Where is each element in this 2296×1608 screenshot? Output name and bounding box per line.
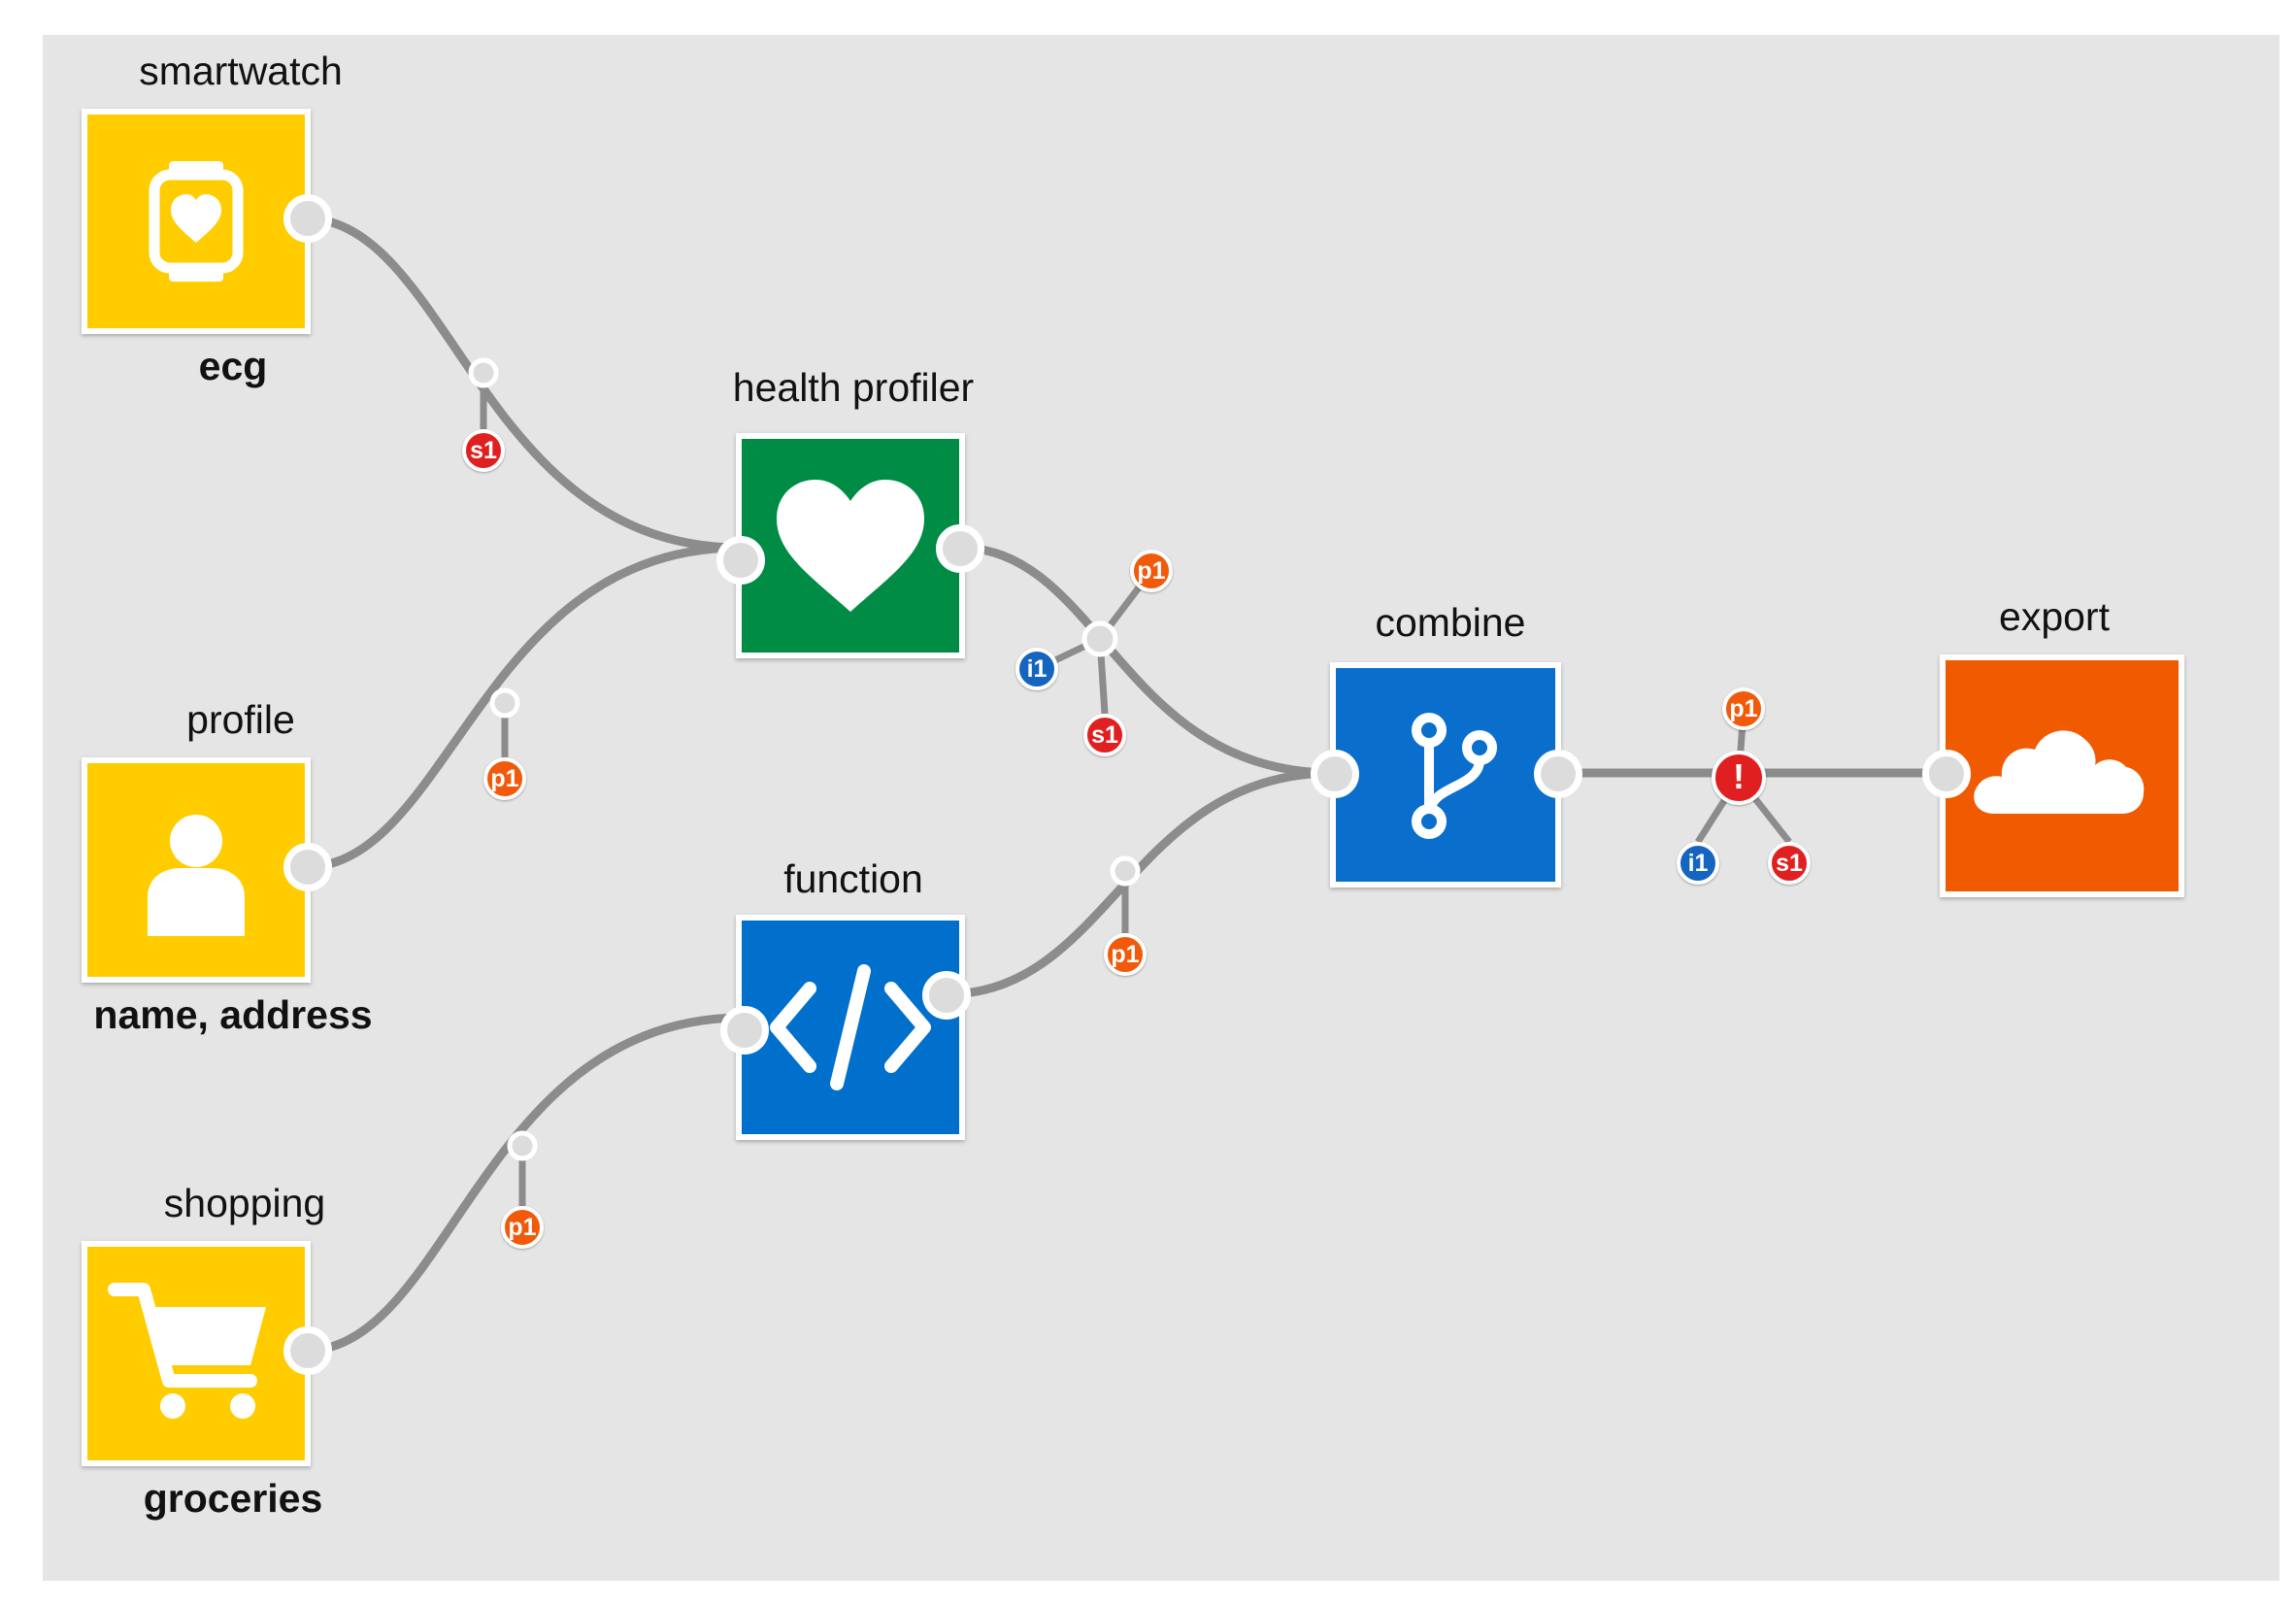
- badge-p1[interactable]: p1: [1722, 687, 1765, 730]
- alert-icon[interactable]: !: [1712, 751, 1766, 805]
- user-icon: [148, 815, 245, 936]
- node-box[interactable]: [82, 109, 311, 334]
- output-port[interactable]: [283, 843, 332, 891]
- output-port[interactable]: [1534, 750, 1582, 798]
- node-subtitle: groceries: [143, 1476, 323, 1521]
- output-port[interactable]: [283, 1326, 332, 1375]
- heart-icon: [777, 480, 924, 612]
- smartwatch-heart-icon: [149, 161, 244, 282]
- link-profile-health[interactable]: [304, 543, 741, 872]
- input-port[interactable]: [1922, 750, 1971, 798]
- node-title: combine: [1375, 600, 1526, 645]
- node-box[interactable]: [736, 915, 965, 1140]
- node-box[interactable]: [1940, 654, 2184, 897]
- output-port[interactable]: [936, 524, 984, 573]
- node-subtitle: ecg: [198, 344, 268, 388]
- code-icon: [770, 964, 931, 1090]
- badge-i1[interactable]: i1: [1677, 842, 1719, 885]
- diagram-canvas: smartwatch ecg profile name, address sho…: [43, 35, 2279, 1581]
- badge-p1[interactable]: p1: [501, 1206, 544, 1249]
- shopping-cart-icon: [108, 1283, 266, 1419]
- link-shopping-function[interactable]: [304, 1013, 745, 1356]
- badge-p1[interactable]: p1: [1104, 933, 1147, 976]
- badge-s1[interactable]: s1: [1083, 714, 1126, 756]
- node-box[interactable]: [82, 757, 311, 983]
- node-box[interactable]: [1330, 662, 1561, 888]
- node-subtitle: name, address: [93, 992, 373, 1037]
- merge-branch-icon: [1412, 713, 1497, 839]
- node-title: export: [1999, 594, 2110, 639]
- output-port[interactable]: [922, 971, 971, 1020]
- node-title: health profiler: [732, 365, 975, 410]
- input-port[interactable]: [720, 1006, 769, 1055]
- badge-stubs: [480, 373, 1792, 1206]
- badge-s1[interactable]: s1: [462, 429, 505, 472]
- input-port[interactable]: [716, 536, 765, 585]
- badge-s1[interactable]: s1: [1768, 842, 1811, 885]
- output-port[interactable]: [283, 194, 332, 243]
- badge-i1[interactable]: i1: [1015, 648, 1058, 690]
- node-box[interactable]: [82, 1241, 311, 1466]
- node-box[interactable]: [736, 433, 965, 658]
- link-midpoints[interactable]: [468, 357, 1141, 1161]
- node-title: smartwatch: [139, 49, 343, 93]
- input-port[interactable]: [1311, 750, 1359, 798]
- cloud-icon: [1974, 730, 2145, 814]
- link-health-combine[interactable]: [958, 543, 1335, 778]
- badge-p1[interactable]: p1: [1130, 550, 1173, 592]
- node-title: profile: [186, 697, 295, 742]
- node-title: function: [783, 856, 923, 901]
- badge-p1[interactable]: p1: [483, 757, 526, 800]
- node-title: shopping: [163, 1181, 326, 1225]
